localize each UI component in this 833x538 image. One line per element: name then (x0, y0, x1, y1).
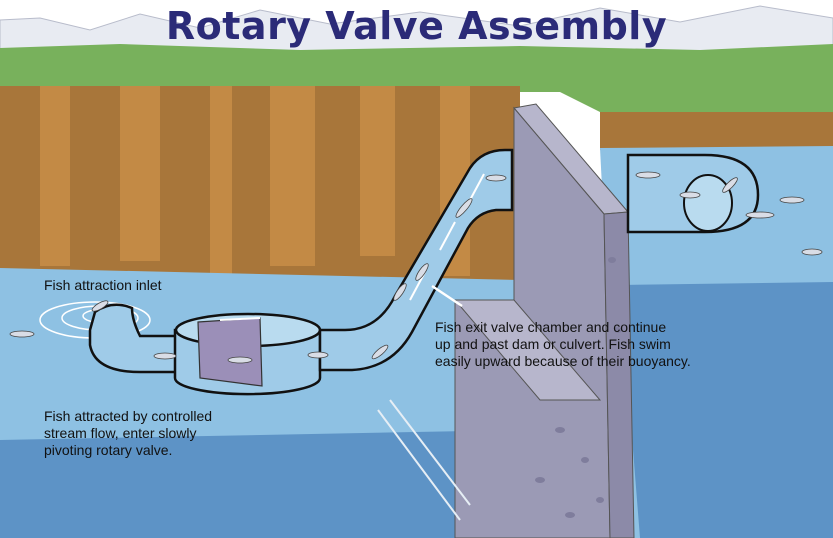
label-fish-exit: Fish exit valve chamber and continue up … (435, 319, 691, 369)
grass-right (560, 92, 833, 112)
mountains (0, 5, 833, 61)
label-fish-attraction-inlet: Fish attraction inlet (44, 277, 162, 293)
rotary-valve-gate (197, 317, 263, 387)
label-fish-attracted: Fish attracted by controlled stream flow… (44, 408, 213, 458)
upper-water-deep (620, 282, 833, 538)
diagram-title: Rotary Valve Assembly (165, 4, 668, 48)
upper-pipe-mouth (683, 174, 733, 232)
dam-side (603, 211, 635, 538)
fish-group (9, 171, 823, 364)
submerged-grate (377, 409, 461, 521)
dam-stones (535, 257, 622, 518)
lower-water-deep (0, 430, 520, 538)
cliff-right (600, 110, 833, 150)
exit-callout-line (431, 284, 463, 308)
dam-ledge (453, 299, 602, 401)
grass-band (0, 44, 833, 92)
submerged-grate-2 (389, 399, 471, 506)
